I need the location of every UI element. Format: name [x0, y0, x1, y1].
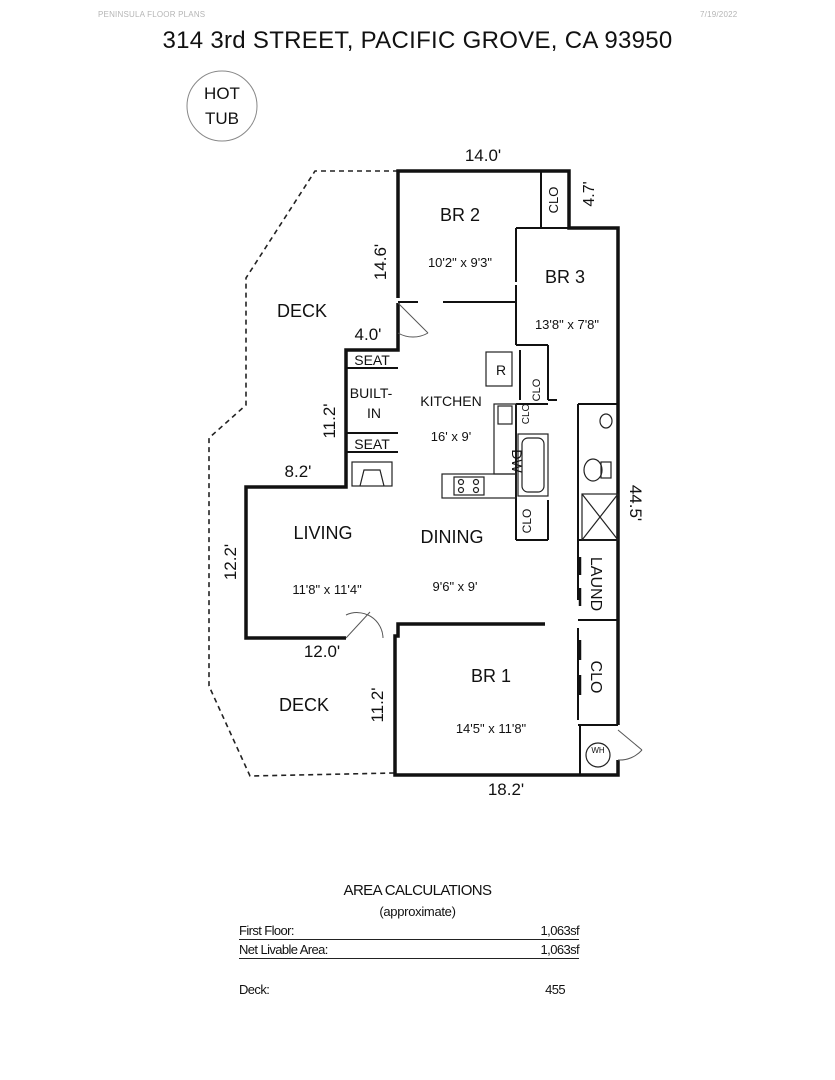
dim-top: 14.0' [465, 146, 501, 165]
laundry-label: LAUND [587, 557, 604, 611]
dim-living-step: 8.2' [285, 462, 312, 481]
bathtub-icon [517, 433, 549, 497]
dishwasher-label: DW [509, 449, 525, 473]
dim-deck-step: 4.0' [355, 325, 382, 344]
hot-tub-label-2: TUB [205, 109, 239, 128]
kitchen-fixtures [351, 351, 619, 768]
seat-upper-label: SEAT [354, 352, 390, 368]
dimension-labels: 14.0' 4.7' 14.6' 4.0' 11.2' 8.2' 12.2' 4… [221, 146, 645, 799]
clo-br2-label: CLO [546, 187, 561, 214]
dim-lower-step: 12.0' [304, 642, 340, 661]
dining-size: 9'6" x 9' [433, 579, 478, 594]
living-name: LIVING [293, 523, 352, 543]
dim-right-side: 44.5' [626, 485, 645, 521]
water-heater-label: WH [591, 746, 605, 755]
clo-dining-label: CLO [520, 509, 534, 534]
interior-walls [346, 171, 618, 775]
refrigerator-label: R [496, 362, 506, 378]
kitchen-size: 16' x 9' [431, 429, 471, 444]
built-in-label-1: BUILT- [350, 385, 393, 401]
br3-name: BR 3 [545, 267, 585, 287]
living-size: 11'8" x 11'4" [292, 582, 362, 597]
dining-name: DINING [421, 527, 484, 547]
water-heater-icon [585, 742, 611, 768]
kitchen-name: KITCHEN [420, 393, 481, 409]
dim-br2-side: 14.6' [371, 244, 390, 280]
deck-upper-label: DECK [277, 301, 327, 321]
hot-tub: HOT TUB [186, 70, 258, 142]
room-labels: BR 2 10'2" x 9'3" BR 3 13'8" x 7'8" KITC… [277, 187, 605, 755]
shower-icon [581, 493, 619, 541]
sink-bath-icon [599, 413, 613, 429]
sink-icon [497, 405, 513, 425]
seat-lower-label: SEAT [354, 436, 390, 452]
clo-pantry-label: CLO [521, 403, 532, 424]
property-address: 314 3rd STREET, PACIFIC GROVE, CA 93950 [162, 27, 673, 54]
dim-bottom: 18.2' [488, 780, 524, 799]
br1-name: BR 1 [471, 666, 511, 686]
dim-kitchen-side: 11.2' [320, 403, 339, 438]
dim-br1-side: 11.2' [368, 687, 387, 722]
exterior-walls [244, 169, 620, 777]
counter-lower [441, 473, 517, 499]
stove-icon [453, 476, 485, 496]
plan-date: 7/19/2022 [700, 10, 738, 19]
br3-size: 13'8" x 7'8" [535, 317, 599, 332]
br2-size: 10'2" x 9'3" [428, 255, 492, 270]
dim-living-side: 12.2' [221, 544, 240, 580]
br2-name: BR 2 [440, 205, 480, 225]
deck-outline [208, 170, 398, 777]
br1-size: 14'5" x 11'8" [456, 721, 527, 736]
company-name: PENINSULA FLOOR PLANS [98, 10, 206, 19]
hot-tub-label-1: HOT [204, 84, 240, 103]
clo-kitchen-label: CLO [531, 378, 543, 401]
clo-br1-label: CLO [587, 661, 604, 694]
dim-clo-step: 4.7' [581, 181, 598, 206]
toilet-icon [583, 458, 603, 482]
refrigerator [485, 351, 513, 387]
built-in-label-2: IN [367, 405, 381, 421]
fireplace-icon [351, 461, 393, 487]
door-swings [345, 302, 643, 761]
deck-lower-label: DECK [279, 695, 329, 715]
